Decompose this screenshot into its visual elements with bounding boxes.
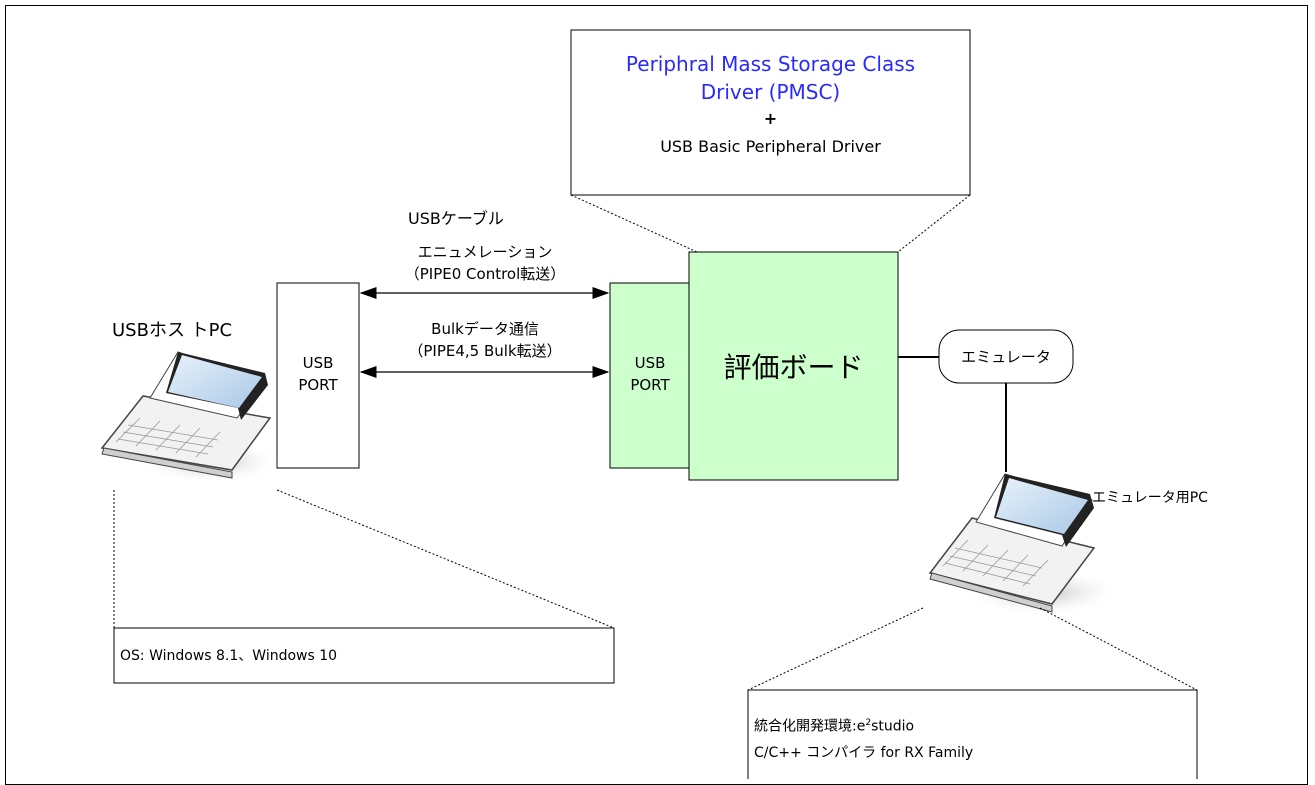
- board-port-line2: PORT: [630, 376, 670, 394]
- board-usb-port-box: [609, 282, 691, 469]
- enumeration-label: エニュメレーション: [417, 243, 553, 261]
- emulator-label: エミュレータ: [961, 348, 1051, 366]
- driver-plus: +: [763, 109, 778, 128]
- ide-line1-suffix: studio: [871, 718, 915, 735]
- driver-box: [570, 29, 971, 196]
- ide-line1: 統合化開発環境:e2studio: [754, 710, 973, 740]
- ide-callout-right: [1039, 607, 1198, 691]
- driver-callout-right: [897, 194, 971, 253]
- ide-callout-left: [747, 607, 924, 691]
- emulator-pc-label: エミュレータ用PC: [1092, 490, 1208, 506]
- ide-box: [747, 689, 1198, 779]
- evaluation-board-label: 評価ボード: [723, 351, 864, 384]
- host-pc-laptop-icon: [100, 351, 282, 484]
- driver-basic-line: USB Basic Peripheral Driver: [660, 137, 881, 156]
- bulk-sub-label: （PIPE4,5 Bulk転送）: [408, 342, 562, 360]
- ide-line1-prefix: 統合化開発環境:e: [754, 718, 866, 735]
- board-port-line1: USB: [634, 354, 666, 372]
- driver-callout-left: [570, 194, 698, 253]
- board-usb-port-label: USB PORT: [610, 352, 690, 396]
- host-pc-label: USBホス トPC: [112, 320, 233, 341]
- driver-title-line1: Periphral Mass Storage Class: [625, 52, 916, 76]
- driver-box-text: Periphral Mass Storage Class Driver (PMS…: [571, 50, 970, 162]
- emulator-pc-laptop-icon: [928, 473, 1122, 616]
- enumeration-sub-label: （PIPE0 Control転送）: [404, 265, 566, 283]
- evaluation-board-box: [688, 251, 899, 481]
- host-port-line2: PORT: [298, 376, 338, 394]
- ide-box-text: 統合化開発環境:e2studio C/C++ コンパイラ for RX Fami…: [754, 710, 973, 766]
- bulk-label: Bulkデータ通信: [431, 320, 539, 338]
- driver-title-line2: Driver (PMSC): [700, 80, 841, 104]
- ide-line1-sup: 2: [865, 718, 872, 728]
- ide-line2: C/C++ コンパイラ for RX Family: [754, 744, 974, 761]
- os-box-text: OS: Windows 8.1、Windows 10: [120, 648, 338, 664]
- host-usb-port-label: USB PORT: [277, 352, 359, 396]
- os-callout-right: [276, 489, 615, 629]
- cable-label: USBケーブル: [408, 209, 504, 228]
- host-port-line1: USB: [302, 354, 334, 372]
- os-box: [113, 627, 615, 684]
- host-usb-port-box: [276, 282, 360, 469]
